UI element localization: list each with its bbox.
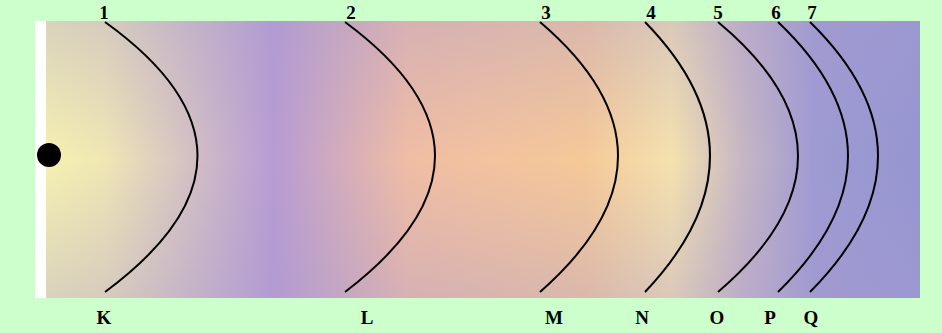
wavefront-letter: Q — [804, 308, 819, 327]
medium-shade — [35, 21, 920, 298]
wavefront — [810, 22, 878, 292]
wavefront — [778, 22, 848, 292]
source-dot — [37, 143, 61, 167]
wavefront-number: 1 — [99, 3, 109, 22]
wavefront — [105, 22, 198, 292]
medium-panel — [35, 21, 920, 298]
wavefront-number: 4 — [646, 3, 656, 22]
wavefront-letter: P — [764, 308, 776, 327]
wavefront — [540, 22, 618, 292]
wavefront-number: 6 — [771, 3, 781, 22]
wavefront-letter: O — [710, 308, 725, 327]
wavefront-number: 3 — [541, 3, 551, 22]
wavefront-letter: L — [361, 308, 374, 327]
wavefront-number: 5 — [713, 3, 723, 22]
wavefront — [345, 22, 435, 292]
wavefront-letter: M — [545, 308, 563, 327]
wavefront-number: 7 — [807, 3, 817, 22]
wavefront-letter: N — [635, 308, 649, 327]
wavefront — [718, 22, 798, 292]
wavefront — [645, 22, 710, 292]
wavefronts — [105, 22, 878, 292]
wavefront-number: 2 — [346, 3, 356, 22]
wavefront-letter: K — [97, 308, 112, 327]
